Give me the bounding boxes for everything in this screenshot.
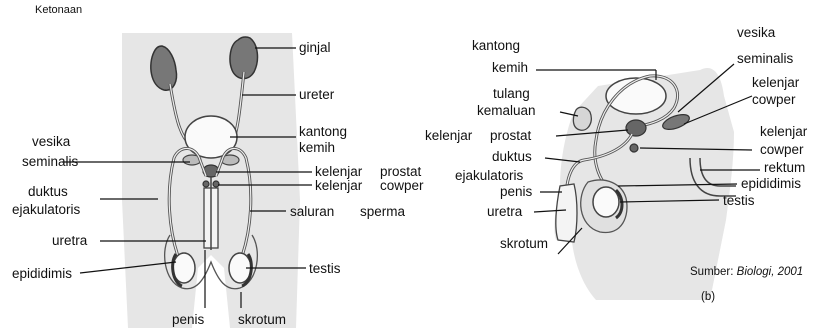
label-kelenjar-cowper-line2: cowper: [380, 178, 424, 193]
label-saluran-sperma-line1: saluran: [290, 204, 334, 219]
label-b-tulang-kemaluan-line1: tulang: [493, 86, 530, 101]
side-prostate-gland: [626, 120, 646, 136]
label-uretra: uretra: [52, 233, 88, 248]
label-b-vesika-seminalis-line1: vesika: [737, 25, 776, 40]
label-b-kelenjar-right-line2: cowper: [760, 142, 804, 157]
label-b-duktus: duktus: [492, 149, 532, 164]
label-b-kelenjar-prostat-line2: prostat: [490, 128, 532, 143]
label-b-testis: testis: [723, 193, 755, 208]
label-kelenjar-prostat-line1: kelenjar: [315, 164, 363, 179]
side-penis: [556, 184, 577, 242]
label-b-vesika-seminalis-line2: seminalis: [737, 51, 794, 66]
label-vesika-seminalis-line1: vesika: [32, 134, 71, 149]
label-b-skrotum: skrotum: [500, 236, 548, 251]
label-b-kelenjar-right-line1: kelenjar: [760, 124, 808, 139]
label-b-uretra: uretra: [487, 204, 523, 219]
label-kelenjar-prostat-line2: prostat: [380, 164, 422, 179]
label-b-rektum: rektum: [764, 160, 805, 175]
label-duktus-ejakulatoris-line2: ejakulatoris: [12, 202, 81, 217]
panel-a-front-view: Ketonaan: [12, 4, 424, 328]
label-b-ejakulatoris: ejakulatoris: [455, 168, 524, 183]
panel-b-side-view: kantong kemih vesika seminalis tulang ke…: [425, 25, 808, 303]
source-prefix: Sumber:: [690, 266, 737, 278]
label-testis: testis: [309, 261, 341, 276]
label-b-kelenjar-cowper-top-line1: kelenjar: [752, 75, 800, 90]
side-testis: [593, 187, 619, 217]
label-b-kantong-kemih-line1: kantong: [472, 38, 520, 53]
panel-a-header-fragment: Ketonaan: [35, 4, 82, 16]
source-citation: Sumber: Biologi, 2001: [690, 266, 803, 278]
label-kelenjar-cowper-line1: kelenjar: [315, 178, 363, 193]
panel-b-caption: (b): [701, 291, 715, 303]
label-b-kelenjar-cowper-top-line2: cowper: [752, 92, 796, 107]
label-ginjal: ginjal: [299, 40, 331, 55]
label-vesika-seminalis-line2: seminalis: [22, 154, 79, 169]
cowper-gland-right: [213, 181, 219, 187]
label-penis: penis: [172, 312, 205, 327]
label-ureter: ureter: [299, 87, 335, 102]
cowper-gland-left: [203, 181, 209, 187]
label-kantong-kemih-line2: kemih: [299, 140, 335, 155]
label-epididimis: epididimis: [12, 266, 72, 281]
label-kantong-kemih-line1: kantong: [299, 124, 347, 139]
source-title: Biologi, 2001: [737, 266, 804, 278]
label-b-kantong-kemih-line2: kemih: [492, 60, 528, 75]
label-b-tulang-kemaluan-line2: kemaluan: [477, 103, 536, 118]
label-b-penis: penis: [500, 184, 533, 199]
label-skrotum: skrotum: [238, 312, 286, 327]
label-duktus-ejakulatoris-line1: duktus: [28, 184, 68, 199]
side-cowper-gland: [630, 144, 638, 152]
label-saluran-sperma-line2: sperma: [360, 204, 406, 219]
label-b-kelenjar-prostat-line1: kelenjar: [425, 128, 473, 143]
pubic-bone: [573, 107, 591, 130]
label-b-epididimis: epididimis: [741, 176, 801, 191]
